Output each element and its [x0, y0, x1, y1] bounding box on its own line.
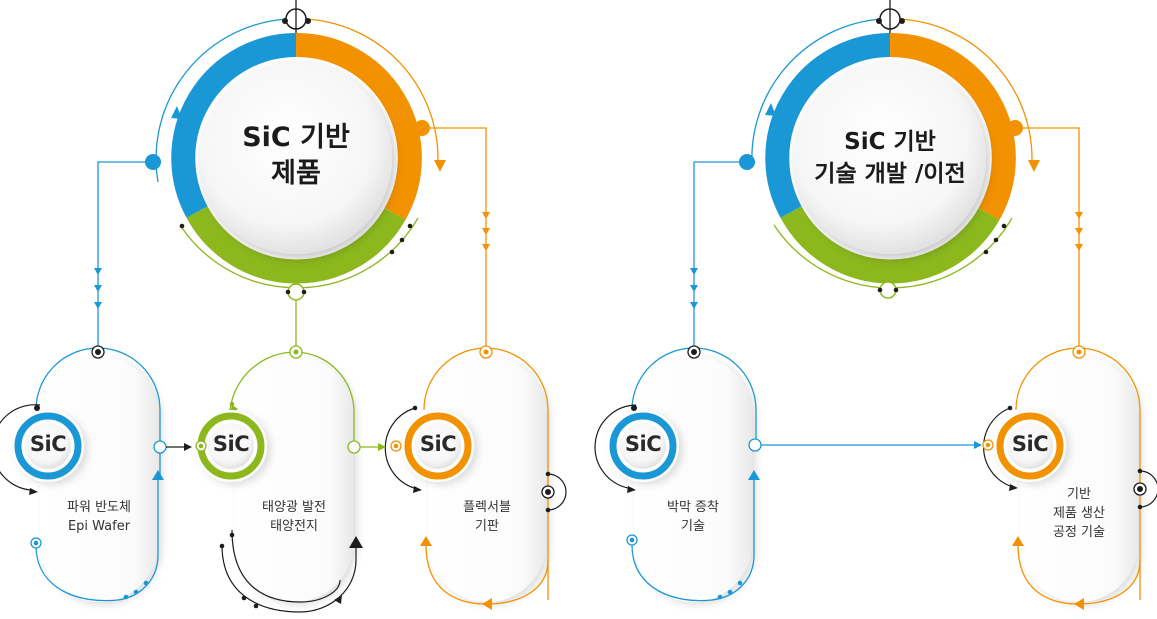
hub-products-orange-dot — [414, 120, 430, 136]
node-process-label-line-3: 공정 기술 — [1053, 525, 1105, 540]
hub-products-ring-orange — [295, 32, 422, 220]
node-power-graphic — [0, 345, 167, 602]
node-solar-label-line-1: 태양광 발전 — [262, 500, 326, 515]
hub-products-title-line-1: SiC 기반 — [242, 122, 350, 153]
node-flex-graphic — [347, 345, 567, 610]
node-thinfilm-graphic — [594, 345, 982, 602]
hub-tech-connectors — [690, 127, 1083, 346]
hub-products-title-line-2: 제품 — [271, 158, 321, 189]
node-flex-sic-label: SiC — [419, 432, 457, 456]
node-power-label-line-1: 파워 반도체 — [67, 500, 131, 515]
node-power-sic-label: SiC — [29, 432, 67, 456]
node-process-label-line-2: 제품 생산 — [1053, 506, 1105, 521]
node-power-label-line-2: Epi Wafer — [67, 519, 131, 534]
hub-products-center-disc — [200, 62, 392, 254]
hub-products-arc-blue — [155, 18, 289, 183]
node-process-label-line-1: 기반 — [1067, 487, 1091, 502]
hub-tech-graphic — [739, 0, 1040, 299]
node-thinfilm-label-line-2: 기술 — [681, 519, 705, 534]
node-thinfilm-sic-label: SiC — [624, 432, 662, 456]
hub-products-title: SiC 기반 제품 — [206, 120, 386, 192]
hub-products-graphic — [145, 0, 446, 301]
hub-products-ring-blue — [171, 33, 297, 218]
hub-tech-center-disc — [794, 62, 986, 254]
hub-tech-title: SiC 기반 기술 개발 /이전 — [795, 126, 985, 190]
hub-products-connectors — [94, 127, 490, 346]
node-process-graphic — [982, 345, 1157, 610]
hub-products-arc-orange — [303, 18, 439, 161]
node-thinfilm-label-line-1: 박막 증착 — [667, 500, 719, 515]
node-solar-label-line-2: 태양전지 — [270, 519, 318, 534]
node-solar-graphic — [166, 345, 363, 613]
node-flex-label-line-2: 기판 — [475, 519, 499, 534]
node-thinfilm-label: 박막 증착 기술 — [641, 498, 745, 536]
hub-products-ring-green — [186, 206, 406, 284]
hub-tech-title-line-1: SiC 기반 — [844, 129, 936, 155]
node-power-label: 파워 반도체 Epi Wafer — [47, 498, 151, 536]
node-process-sic-label: SiC — [1011, 432, 1049, 456]
node-solar-sic-label: SiC — [212, 432, 250, 456]
hub-tech-title-line-2: 기술 개발 /이전 — [814, 161, 966, 187]
node-flex-label: 플렉서블 기판 — [435, 498, 539, 536]
node-flex-label-line-1: 플렉서블 — [463, 500, 511, 515]
hub-products-blue-dot — [145, 154, 161, 170]
node-solar-label: 태양광 발전 태양전지 — [242, 498, 346, 536]
hub-products-arrow-down — [434, 160, 446, 172]
node-process-label: 기반 제품 생산 공정 기술 — [1027, 485, 1131, 542]
